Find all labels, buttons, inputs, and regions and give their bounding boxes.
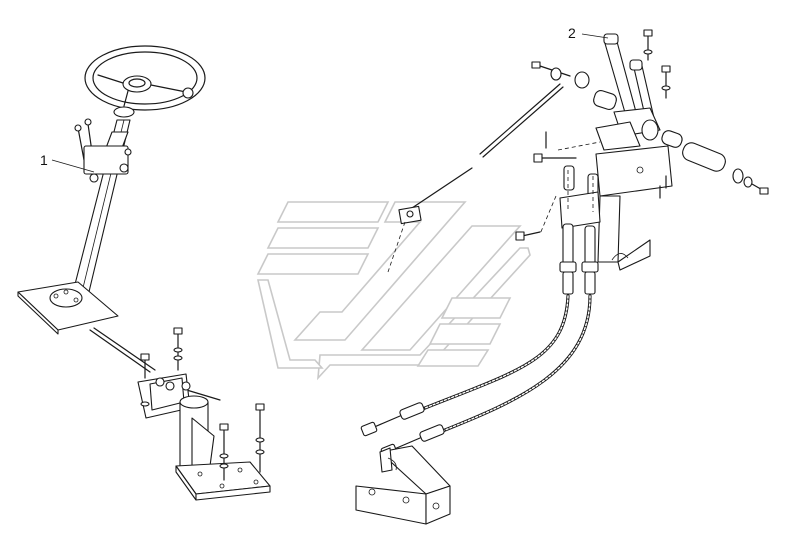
watermark-logo — [256, 201, 531, 381]
column-lever — [74, 118, 132, 183]
cable-bracket — [355, 445, 451, 525]
control-rod — [387, 83, 564, 273]
bolt-set-left — [140, 327, 183, 407]
steering-wheel — [84, 45, 206, 118]
shift-lever-assembly — [515, 29, 769, 271]
control-cable — [360, 223, 599, 459]
steering-column-assembly — [17, 45, 271, 501]
pedestal — [175, 395, 271, 501]
callout-1: 1 — [40, 152, 95, 173]
bolt-set-pedestal — [219, 403, 265, 481]
callout-label: 1 — [40, 152, 48, 168]
callout-2: 2 — [568, 25, 609, 41]
shift-lever — [603, 33, 655, 121]
callout-label: 2 — [568, 25, 576, 41]
